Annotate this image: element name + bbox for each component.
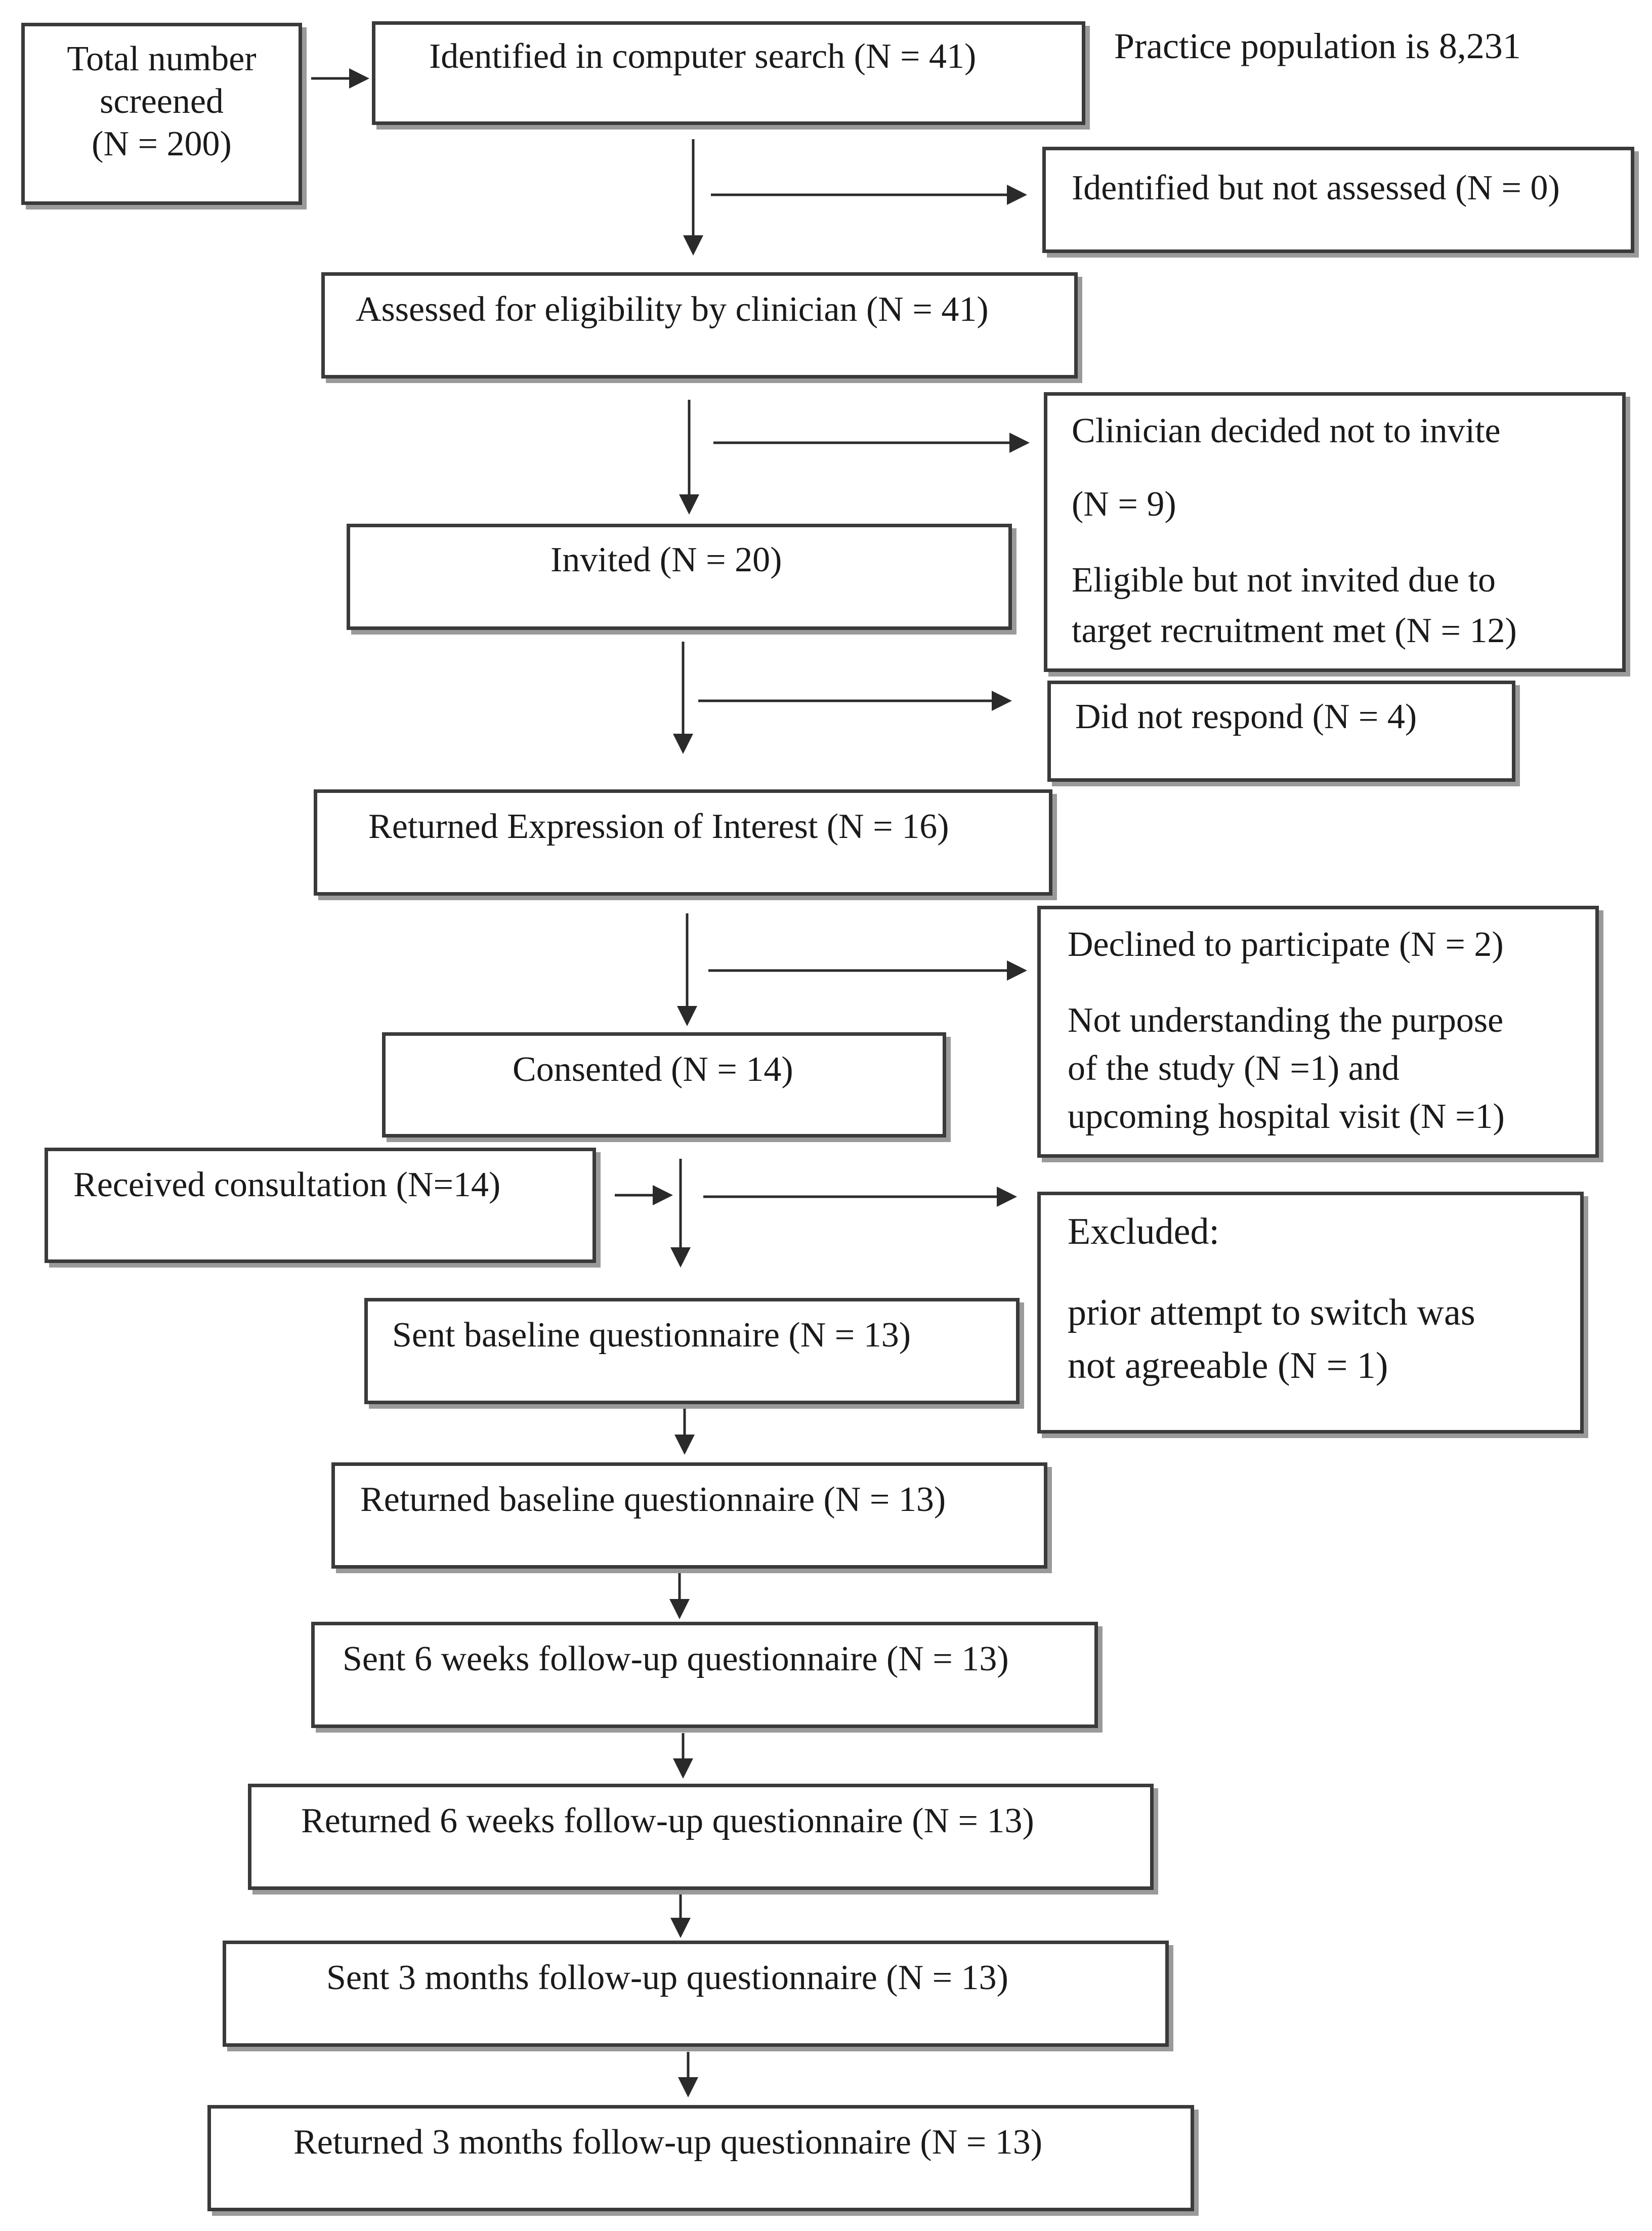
declined-line-4: upcoming hospital visit (N =1) xyxy=(1068,1097,1505,1136)
no-response-text: Did not respond (N = 4) xyxy=(1075,697,1417,736)
invited-text: Invited (N = 20) xyxy=(550,540,782,579)
declined-line-2: Not understanding the purpose xyxy=(1068,1001,1504,1040)
consented-text: Consented (N = 14) xyxy=(513,1050,793,1089)
returned-6w-text: Returned 6 weeks follow-up questionnaire… xyxy=(301,1801,1034,1840)
sent-3m-text: Sent 3 months follow-up questionnaire (N… xyxy=(326,1958,1008,1997)
assessed-box xyxy=(321,272,1078,378)
assessed-text: Assessed for eligibility by clinician (N… xyxy=(356,290,989,329)
sent-6w-box xyxy=(311,1622,1098,1728)
consultation-text: Received consultation (N=14) xyxy=(73,1165,501,1204)
no-response-box xyxy=(1047,681,1515,782)
not-invited-line-3: Eligible but not invited due to xyxy=(1072,561,1496,600)
total-screened-line-2: screened xyxy=(100,82,224,121)
consultation-box xyxy=(45,1148,596,1263)
returned-3m-text: Returned 3 months follow-up questionnair… xyxy=(293,2123,1043,2162)
returned-6w-box xyxy=(248,1784,1154,1890)
identified-box xyxy=(372,21,1085,125)
excluded-line-2: prior attempt to switch was xyxy=(1068,1292,1475,1333)
expression-box xyxy=(314,789,1052,896)
declined-box xyxy=(1037,906,1599,1158)
excluded-box xyxy=(1037,1192,1584,1434)
total-screened-line-1: Total number xyxy=(67,39,257,78)
not-assessed-text: Identified but not assessed (N = 0) xyxy=(1072,169,1560,207)
consented-box xyxy=(382,1032,946,1138)
returned-baseline-box xyxy=(331,1462,1047,1569)
invited-box xyxy=(347,524,1012,630)
not-invited-line-2: (N = 9) xyxy=(1072,485,1176,524)
not-assessed-box xyxy=(1042,147,1634,253)
sent-baseline-text: Sent baseline questionnaire (N = 13) xyxy=(392,1316,911,1355)
total-screened-box xyxy=(21,23,302,205)
returned-3m-box xyxy=(207,2105,1194,2211)
population-note: Practice population is 8,231 xyxy=(1114,26,1521,66)
total-screened-line-3: (N = 200) xyxy=(92,124,232,163)
not-invited-line-4: target recruitment met (N = 12) xyxy=(1072,611,1517,650)
not-invited-box xyxy=(1044,392,1626,672)
not-invited-line-1: Clinician decided not to invite xyxy=(1072,411,1501,450)
sent-baseline-box xyxy=(364,1298,1020,1404)
expression-text: Returned Expression of Interest (N = 16) xyxy=(368,807,949,846)
total-screened-text: Total number screened (N = 200) xyxy=(21,38,302,165)
identified-text: Identified in computer search (N = 41) xyxy=(429,37,977,76)
sent-3m-box xyxy=(223,1941,1169,2047)
declined-line-3: of the study (N =1) and xyxy=(1068,1049,1400,1088)
returned-baseline-text: Returned baseline questionnaire (N = 13) xyxy=(360,1480,946,1519)
excluded-line-3: not agreeable (N = 1) xyxy=(1068,1345,1388,1386)
declined-line-1: Declined to participate (N = 2) xyxy=(1068,925,1504,964)
excluded-line-1: Excluded: xyxy=(1068,1211,1220,1252)
sent-6w-text: Sent 6 weeks follow-up questionnaire (N … xyxy=(343,1639,1009,1678)
